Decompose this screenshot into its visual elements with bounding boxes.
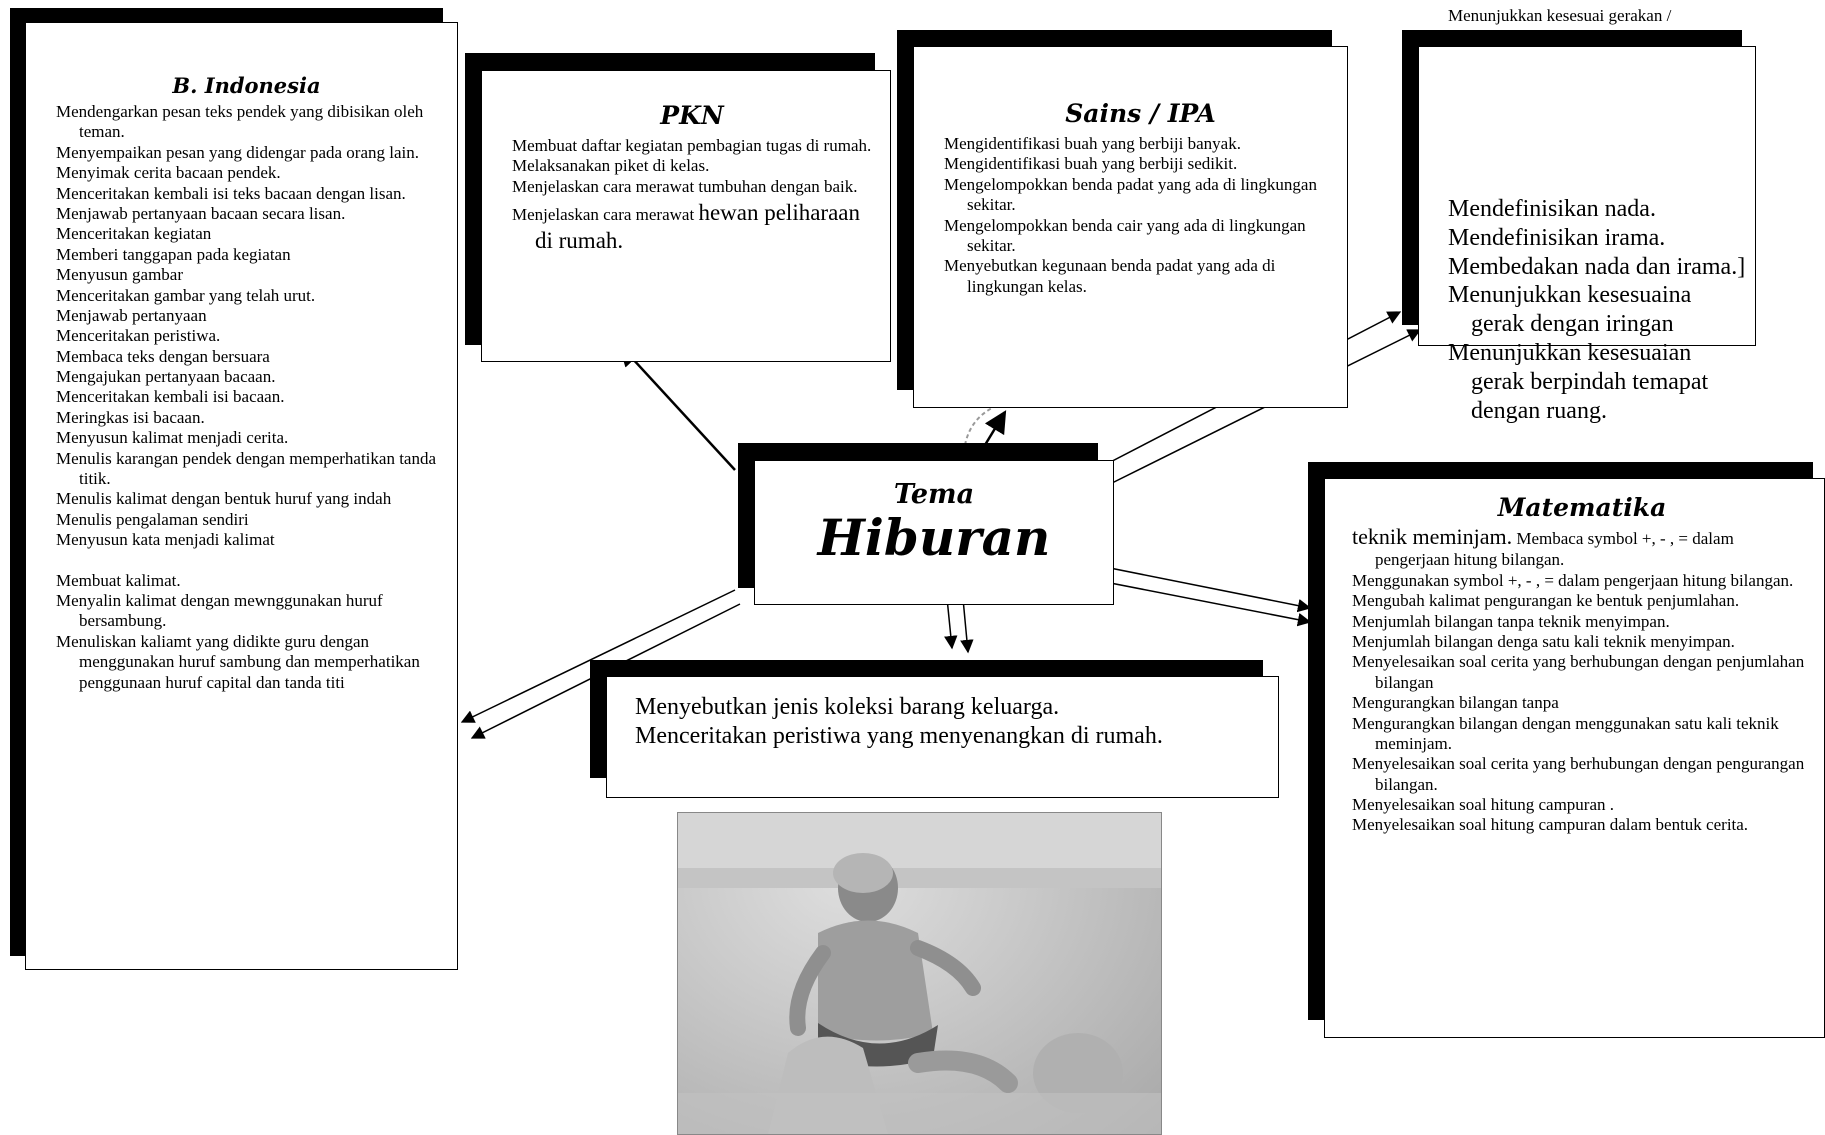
math-box: Matematika teknik meminjam. Membaca symb… <box>1324 478 1825 1038</box>
bindo-item: Membuat kalimat. <box>56 570 181 590</box>
bindo-item: Menceritakan kegiatan <box>56 224 212 244</box>
bindo-item: Menceritakan kembali isi teks bacaan den… <box>56 183 406 203</box>
sains-item: Mengelompokkan benda cair yang ada di li… <box>944 215 1306 255</box>
pkn-title: PKN <box>660 101 724 130</box>
bindo-item: Menyalin kalimat dengan mewnggunakan hur… <box>56 590 383 631</box>
math-item: Mengurangkan bilangan tanpa <box>1352 693 1559 713</box>
bindo-item: Menceritakan peristiwa. <box>56 326 221 346</box>
bindo-item: Menjawab pertanyaan <box>56 305 207 325</box>
pkn-item: Membuat daftar kegiatan pembagian tugas … <box>512 136 872 155</box>
arrow-to-bindo-a <box>460 589 736 723</box>
sains-item: Mengelompokkan benda padat yang ada di l… <box>944 174 1317 215</box>
sains-item: Menyebutkan kegunaan benda padat yang ad… <box>944 256 1276 296</box>
music-item: Menunjukkan kesesuaina gerak dengan irin… <box>1448 282 1692 338</box>
bindo-item: Menulis pengalaman sendiri <box>56 509 249 529</box>
bindo-title: B. Indonesia <box>172 73 321 98</box>
math-item: Menjumlah bilangan denga satu kali tekni… <box>1352 631 1735 651</box>
pkn-last-big: hewan peliharaan di rumah. <box>535 200 860 253</box>
pkn-item: Melaksanakan piket di kelas. <box>512 156 710 176</box>
math-item: Menyelesaikan soal cerita yang berhubung… <box>1352 754 1805 794</box>
center-box: Tema Hiburan <box>754 460 1114 605</box>
music-header-text: Menunjukkan kesesuai gerakan / bunyi yan… <box>1448 5 1778 48</box>
sains-box: Sains / IPA Mengidentifikasi buah yang b… <box>913 46 1348 408</box>
pkn-last-pre: Menjelaskan cara merawat <box>512 205 699 225</box>
music-item: Menunjukkan kesesuaian gerak berpindah t… <box>1448 339 1709 424</box>
bindo-item: Menyusun gambar <box>56 265 184 285</box>
photo-child-in-sand <box>677 812 1162 1135</box>
bindo-item: Menulis karangan pendek dengan memperhat… <box>56 448 437 489</box>
math-items: Menggunakan symbol +, - , = dalam penger… <box>1352 571 1812 836</box>
music-top-line2: bunyi yang diperdengarkan. <box>1470 27 1661 47</box>
ips-items: Menyebutkan jenis koleksi barang keluarg… <box>635 693 1258 751</box>
math-title: Matematika <box>1497 493 1667 522</box>
ips-box: Menyebutkan jenis koleksi barang keluarg… <box>606 676 1279 798</box>
math-first-rest: Membaca symbol +, - , = dalam pengerjaan… <box>1375 529 1734 570</box>
math-item: Menjumlah bilangan tanpa teknik menyimpa… <box>1352 611 1670 631</box>
pkn-item: Menjelaskan cara merawat tumbuhan dengan… <box>512 176 858 196</box>
bindo-item: Mendengarkan pesan teks pendek yang dibi… <box>56 102 424 142</box>
music-item: Membedakan nada dan irama.] <box>1448 253 1746 280</box>
sains-item: Mengidentifikasi buah yang berbiji sedik… <box>944 154 1238 174</box>
math-item: Menyelesaikan soal cerita yang berhubung… <box>1352 652 1805 692</box>
arrow-to-math-a <box>1094 564 1312 613</box>
center-label: Tema <box>893 479 975 510</box>
bindo-item: Menyimak cerita bacaan pendek. <box>56 163 281 183</box>
ips-item: Menyebutkan jenis koleksi barang keluarg… <box>635 694 1060 720</box>
arrow-to-pkn <box>618 343 736 471</box>
bindo-box: B. Indonesia Mendengarkan pesan teks pen… <box>25 22 458 970</box>
bindo-item: Menyusun kata menjadi kalimat <box>56 530 275 550</box>
pkn-box: PKN Membuat daftar kegiatan pembagian tu… <box>481 70 891 362</box>
center-title: Hiburan <box>817 508 1051 567</box>
bindo-item: Menceritakan kembali isi bacaan. <box>56 387 285 407</box>
bindo-item: Menjawab pertanyaan bacaan secara lisan. <box>56 203 346 223</box>
bindo-item: Menceritakan gambar yang telah urut. <box>56 285 316 305</box>
bindo-item <box>56 551 437 571</box>
math-item: Mengurangkan bilangan dengan menggunakan… <box>1352 713 1779 753</box>
bindo-item: Menyusun kalimat menjadi cerita. <box>56 428 289 448</box>
pkn-items: Membuat daftar kegiatan pembagian tugas … <box>512 136 872 197</box>
bindo-item: Membaca teks dengan bersuara <box>56 346 270 366</box>
bindo-item: Menuliskan kaliamt yang didikte guru den… <box>56 631 420 692</box>
math-item: Mengubah kalimat pengurangan ke bentuk p… <box>1352 591 1740 611</box>
music-item: Mendefinisikan irama. <box>1448 224 1666 251</box>
arrow-to-sains <box>983 410 1007 446</box>
sains-item: Mengidentifikasi buah yang berbiji banya… <box>944 134 1241 153</box>
bindo-item: Menulis kalimat dengan bentuk huruf yang… <box>56 489 392 509</box>
bindo-item: Mengajukan pertanyaan bacaan. <box>56 367 276 387</box>
math-first-item: teknik meminjam. Membaca symbol +, - , =… <box>1352 524 1812 571</box>
ips-item: Menceritakan peristiwa yang menyenangkan… <box>635 722 1163 749</box>
bindo-item: Menyempaikan pesan yang didengar pada or… <box>56 142 420 162</box>
music-box <box>1418 46 1756 346</box>
math-item: Menyelesaikan soal hitung campuran dalam… <box>1352 815 1749 835</box>
bindo-item: Memberi tanggapan pada kegiatan <box>56 244 291 264</box>
math-item: Menyelesaikan soal hitung campuran . <box>1352 795 1615 815</box>
arrow-to-math-b <box>1094 579 1312 627</box>
math-first-big: teknik meminjam. <box>1352 524 1513 549</box>
bindo-item: Meringkas isi bacaan. <box>56 407 205 427</box>
music-top-line: Menunjukkan kesesuai gerakan / <box>1448 6 1672 25</box>
music-items: Mendefinisikan nada.Mendefinisikan irama… <box>1448 195 1748 425</box>
math-item: Menggunakan symbol +, - , = dalam penger… <box>1352 570 1794 590</box>
pkn-last-item: Menjelaskan cara merawat hewan peliharaa… <box>512 199 872 254</box>
sains-items: Mengidentifikasi buah yang berbiji banya… <box>944 134 1337 297</box>
bindo-items: Mendengarkan pesan teks pendek yang dibi… <box>56 102 437 693</box>
music-item: Mendefinisikan nada. <box>1448 196 1656 222</box>
sains-title: Sains / IPA <box>1065 99 1216 128</box>
